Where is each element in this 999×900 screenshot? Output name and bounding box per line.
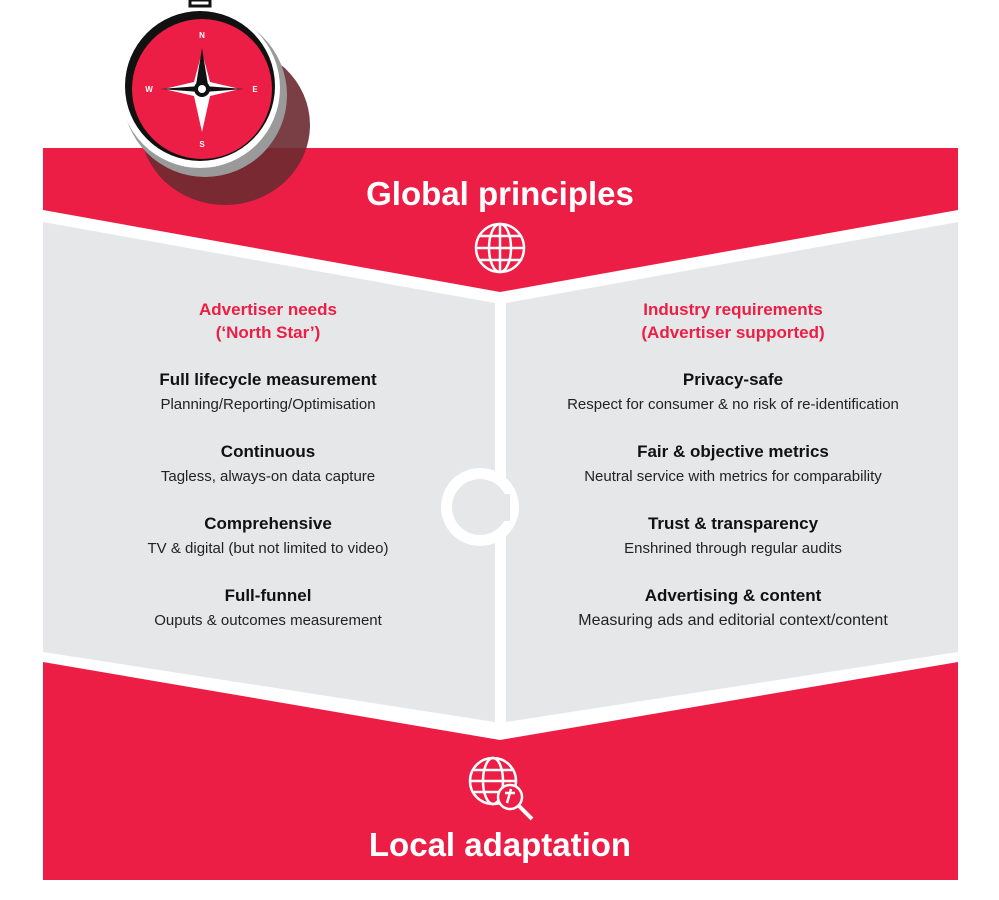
right-item-title: Trust & transparency [647, 514, 819, 533]
left-item-title: Comprehensive [204, 514, 332, 533]
svg-text:E: E [252, 85, 258, 94]
left-item-title: Continuous [220, 442, 316, 461]
left-item-desc: Planning/Reporting/Optimisation [160, 396, 376, 413]
global-principles-title: Global principles [366, 175, 634, 212]
industry-requirements-heading: Industry requirements (Advertiser suppor… [641, 298, 824, 344]
globe-search-icon [468, 756, 534, 821]
svg-text:S: S [199, 140, 205, 149]
left-item-desc: TV & digital (but not limited to video) [147, 540, 389, 557]
left-item-desc: Ouputs & outcomes measurement [154, 612, 382, 629]
left-panel [43, 222, 495, 722]
right-item-desc: Neutral service with metrics for compara… [584, 468, 882, 485]
right-item-title: Fair & objective metrics [637, 442, 829, 461]
svg-text:N: N [199, 31, 205, 40]
left-item-desc: Tagless, always-on data capture [160, 468, 376, 485]
heading-line: Advertiser needs [199, 300, 337, 319]
compass-icon: N S W E [120, 0, 287, 177]
right-panel [506, 222, 958, 722]
local-adaptation-title: Local adaptation [368, 826, 632, 863]
globe-icon [474, 222, 526, 274]
heading-line: Industry requirements [643, 300, 823, 319]
left-item-title: Full-funnel [224, 586, 312, 605]
right-item-desc: Respect for consumer & no risk of re-ide… [567, 396, 899, 413]
svg-text:W: W [145, 85, 153, 94]
right-item-desc: Enshrined through regular audits [624, 540, 842, 557]
right-item-title: Privacy-safe [682, 370, 784, 389]
left-item-title: Full lifecycle measurement [159, 370, 377, 389]
heading-line: (Advertiser supported) [641, 323, 825, 342]
right-item-title: Advertising & content [644, 586, 822, 605]
right-item-desc: Measuring ads and editorial context/cont… [578, 612, 888, 629]
heading-line: (‘North Star’) [215, 323, 321, 342]
advertiser-needs-heading: Advertiser needs (‘North Star’) [199, 298, 337, 344]
